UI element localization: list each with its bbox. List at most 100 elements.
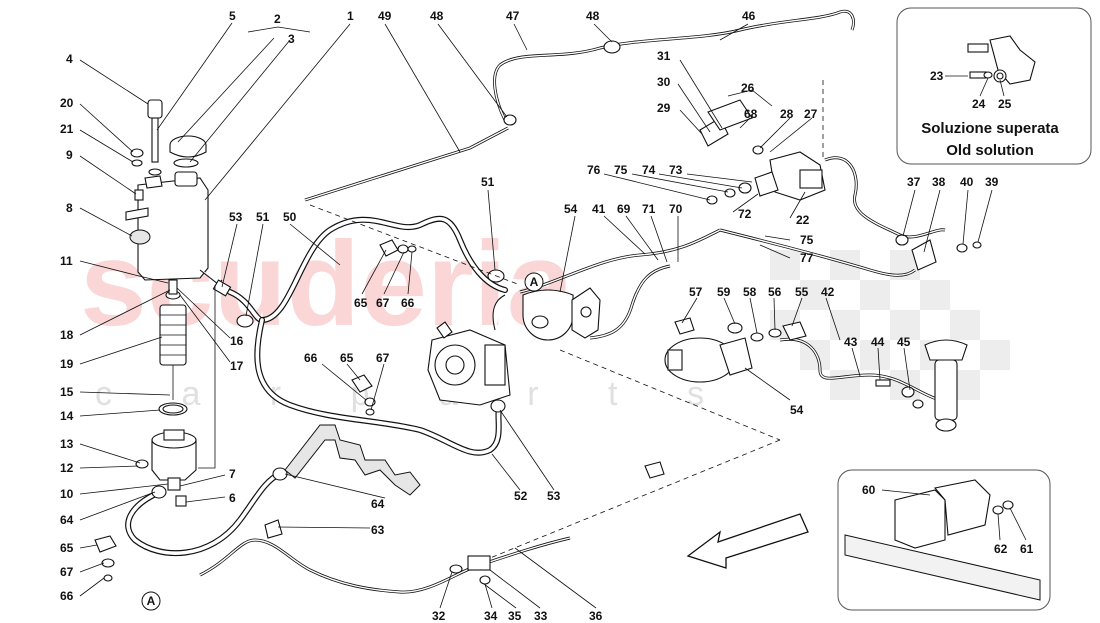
fitting-65-left (94, 535, 117, 582)
ref-line-2 (489, 439, 781, 559)
filter-cartridge (158, 279, 188, 416)
label-13: 13 (60, 437, 74, 451)
svg-text:A: A (530, 275, 539, 289)
nut-39 (972, 241, 982, 249)
reservoir-tank (137, 171, 223, 285)
label-63: 63 (371, 523, 385, 537)
clamp-53-bottom (490, 399, 506, 413)
svg-text:24: 24 (972, 97, 986, 111)
direction-arrow (686, 513, 809, 569)
label-53b: 53 (547, 489, 561, 503)
label-46: 46 (742, 9, 756, 23)
svg-text:62: 62 (994, 542, 1008, 556)
label-57: 57 (689, 285, 703, 299)
clamp-53-top (212, 279, 232, 297)
bracket-frame (284, 424, 421, 496)
label-51a: 51 (256, 210, 270, 224)
svg-text:60: 60 (862, 483, 876, 497)
circle-ref-a-bottom: A (141, 591, 161, 611)
bracket-38 (911, 239, 937, 271)
label-5: 5 (229, 9, 236, 23)
label-33: 33 (534, 609, 548, 623)
label-70: 70 (669, 202, 683, 216)
label-16: 16 (230, 334, 244, 348)
label-19: 19 (60, 357, 74, 371)
label-42: 42 (821, 285, 835, 299)
label-73: 73 (669, 163, 683, 177)
label-44: 44 (871, 335, 885, 349)
fitting-32 (449, 564, 463, 574)
label-67a: 67 (60, 565, 74, 579)
label-30: 30 (657, 75, 671, 89)
label-21: 21 (60, 122, 74, 136)
part-number-labels: 5 2 3 1 4 20 21 9 8 11 18 19 15 14 13 12… (60, 9, 999, 623)
label-17: 17 (230, 359, 244, 373)
label-6: 6 (229, 491, 236, 505)
label-59: 59 (717, 285, 731, 299)
hydraulic-pump (427, 294, 511, 406)
clamp-64-left (151, 485, 167, 499)
union-33 (467, 555, 491, 571)
inset-text-italian: Soluzione superata (921, 120, 1059, 137)
label-68: 68 (744, 107, 758, 121)
label-50: 50 (283, 210, 297, 224)
washer-21 (131, 159, 143, 167)
bolt-44 (875, 379, 891, 387)
inset-text-english: Old solution (946, 142, 1034, 159)
fitting-37 (895, 234, 909, 246)
label-53a: 53 (229, 210, 243, 224)
label-71: 71 (642, 202, 656, 216)
label-76: 76 (587, 163, 601, 177)
label-12: 12 (60, 461, 74, 475)
pipe-47-46 (493, 9, 855, 121)
washer-20 (130, 148, 144, 158)
label-4: 4 (66, 52, 73, 66)
label-9: 9 (66, 148, 73, 162)
fitting-65-mid (351, 374, 376, 416)
label-65a: 65 (60, 541, 74, 555)
label-29: 29 (657, 101, 671, 115)
washer-34 (479, 575, 491, 585)
svg-text:61: 61 (1020, 542, 1034, 556)
label-7: 7 (229, 467, 236, 481)
label-10: 10 (60, 487, 74, 501)
label-74: 74 (642, 163, 656, 177)
svg-text:23: 23 (930, 69, 944, 83)
label-39: 39 (985, 175, 999, 189)
label-66b: 66 (401, 296, 415, 310)
circle-ref-a-top: A (524, 272, 544, 292)
filter-housing (135, 429, 197, 507)
label-20: 20 (60, 96, 74, 110)
label-41: 41 (592, 202, 606, 216)
label-48b: 48 (586, 9, 600, 23)
clip-9 (134, 189, 144, 201)
label-77: 77 (800, 251, 814, 265)
label-64a: 64 (60, 513, 74, 527)
fitting-65-upper (379, 239, 417, 257)
label-67b: 67 (376, 296, 390, 310)
grommet-8 (129, 229, 151, 245)
label-54a: 54 (564, 202, 578, 216)
clamp-48-top (603, 40, 621, 54)
label-49: 49 (378, 9, 392, 23)
leader-lines (79, 22, 993, 609)
label-66c: 66 (304, 351, 318, 365)
label-56: 56 (768, 285, 782, 299)
pipe-42 (719, 228, 941, 402)
label-34: 34 (484, 609, 498, 623)
label-55: 55 (795, 285, 809, 299)
washer-40 (956, 243, 968, 253)
label-64b: 64 (371, 497, 385, 511)
label-65b: 65 (354, 296, 368, 310)
label-47: 47 (506, 9, 520, 23)
label-67c: 67 (376, 351, 390, 365)
label-38: 38 (932, 175, 946, 189)
washer-45b (912, 399, 924, 409)
label-31: 31 (657, 49, 671, 63)
accumulator-54 (522, 287, 601, 341)
label-51b: 51 (481, 175, 495, 189)
label-69: 69 (617, 202, 631, 216)
pipe-37 (824, 156, 946, 239)
label-65c: 65 (340, 351, 354, 365)
